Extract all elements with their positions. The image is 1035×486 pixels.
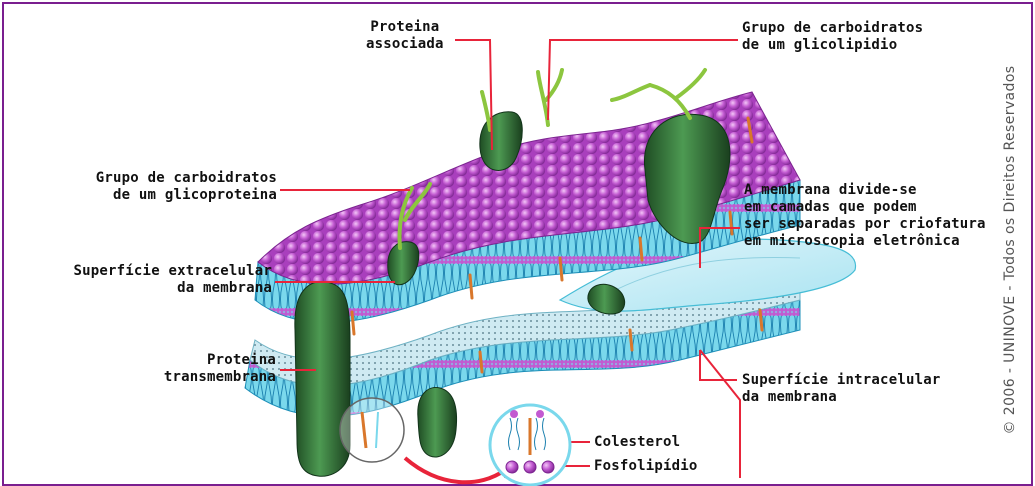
- label-colesterol: Colesterol: [594, 434, 680, 451]
- copyright-text: © 2006 - UNINOVE - Todos os Direitos Res…: [1002, 66, 1018, 435]
- transmembrane-protein: [295, 282, 350, 477]
- magnifier-large: [490, 405, 570, 485]
- label-carboidratos-glicolipidio: Grupo de carboidratos de um glicolipidio: [742, 20, 923, 54]
- label-superficie-extracelular: Superfície extracelular da membrana: [20, 263, 272, 297]
- label-proteina-associada: Proteina associada: [366, 19, 444, 53]
- label-proteina-transmembrana: Proteina transmembrana: [120, 352, 276, 386]
- label-fosfolipidio: Fosfolipídio: [594, 458, 698, 475]
- lower-protein: [418, 387, 457, 457]
- label-membrana-divide: A membrana divide-se em camadas que pode…: [744, 182, 986, 250]
- zoom-arrow: [405, 458, 505, 482]
- label-carboidratos-glicoproteina: Grupo de carboidratos de um glicoprotein…: [20, 170, 277, 204]
- magnifier-small: [340, 398, 404, 462]
- label-superficie-intracelular: Superfície intracelular da membrana: [742, 372, 940, 406]
